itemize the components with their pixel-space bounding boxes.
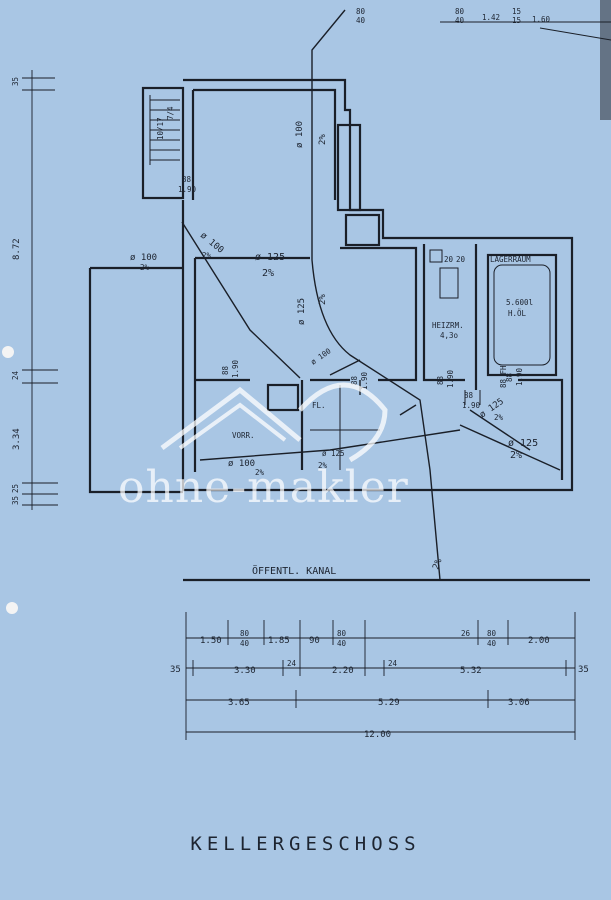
dim-label: 2.20 bbox=[332, 666, 354, 676]
left-dim: 35 bbox=[11, 496, 20, 505]
pipe-slope: 2% bbox=[262, 268, 274, 279]
room-label-lagerraum: LAGERRAUM bbox=[490, 255, 531, 264]
pipe-slope: 2% bbox=[202, 251, 212, 260]
dim-label: 90 bbox=[309, 636, 320, 646]
dim-label: 1.50 bbox=[200, 636, 222, 646]
dim-label: 1.85 bbox=[268, 636, 290, 646]
dim-label: 40 bbox=[337, 639, 347, 648]
door-label: 1.90 bbox=[462, 401, 481, 410]
pipe-label: ø 125 bbox=[255, 252, 285, 263]
watermark-text: ohne-makler bbox=[118, 462, 409, 513]
street-label: ÖFFENTL. KANAL bbox=[252, 564, 336, 577]
dim-label: 35 bbox=[170, 665, 181, 675]
dim-label: 3.30 bbox=[234, 666, 256, 676]
dim-label: 24 bbox=[388, 659, 398, 668]
left-dim: 24 bbox=[11, 370, 20, 380]
dim-total: 12.00 bbox=[364, 730, 391, 740]
dim-label: 3.65 bbox=[228, 698, 250, 708]
dim-label: 40 bbox=[240, 639, 250, 648]
walls bbox=[88, 78, 574, 494]
top-mark: 1.60 bbox=[532, 15, 551, 24]
stair: 10/17 7/4 bbox=[141, 86, 185, 200]
pipe-label: ø 100 bbox=[228, 459, 255, 469]
dim-label: 80 bbox=[337, 629, 347, 638]
top-mark: 15 bbox=[512, 16, 521, 25]
pipe-label: ø 100 bbox=[309, 346, 333, 367]
dim-label: 35 bbox=[578, 665, 589, 675]
top-mark: 1.42 bbox=[482, 13, 500, 22]
top-mark: 40 bbox=[356, 16, 366, 25]
door-label: 88 bbox=[436, 375, 445, 385]
room-label-tank: 5.600l bbox=[506, 298, 533, 307]
pipe-slope: 2% bbox=[140, 263, 150, 272]
left-dim: 3.34 bbox=[12, 428, 22, 450]
door-label: 88 bbox=[182, 175, 192, 184]
room-label-flur: FL. bbox=[312, 401, 326, 410]
dim-label: 5.32 bbox=[460, 666, 482, 676]
dim-label: 24 bbox=[287, 659, 297, 668]
pipe-slope: 2% bbox=[318, 461, 328, 470]
door-label: 88 bbox=[221, 365, 230, 375]
room-label-heizraum: HEIZRM. bbox=[432, 321, 464, 330]
dimension-chain bbox=[185, 612, 576, 740]
pipe-slope: 2% bbox=[510, 450, 522, 461]
pipe-slope: 2% bbox=[255, 468, 265, 477]
dim-label: 80 bbox=[487, 629, 497, 638]
punch-hole bbox=[2, 346, 14, 358]
punch-hole bbox=[6, 602, 18, 614]
pipe-slope: 2% bbox=[431, 557, 444, 571]
pipe-label: ø 100 bbox=[295, 121, 305, 148]
dim-label: 3.06 bbox=[508, 698, 530, 708]
left-dim: 25 bbox=[11, 484, 20, 493]
pipe-label: ø 100 bbox=[130, 253, 157, 263]
watermark-logo-icon bbox=[160, 382, 388, 463]
drain-pipes bbox=[181, 9, 561, 581]
pipe-label: ø 125 bbox=[508, 438, 538, 449]
dim-label: 26 bbox=[461, 629, 471, 638]
door-label: 20 bbox=[444, 255, 454, 264]
page-title: KELLERGESCHOSS bbox=[190, 833, 421, 855]
door-label: 88 bbox=[350, 375, 359, 385]
left-dim: 35 bbox=[11, 77, 20, 86]
stair-label: 10/17 bbox=[156, 117, 165, 140]
dim-label: 80 bbox=[240, 629, 250, 638]
dim-label: 5.29 bbox=[378, 698, 400, 708]
top-mark: 80 bbox=[455, 7, 465, 16]
pipe-slope: 2% bbox=[494, 413, 504, 422]
pipe-slope: 2% bbox=[318, 294, 328, 305]
door-label: 88 bbox=[464, 391, 474, 400]
stair-label: 7/4 bbox=[166, 106, 175, 120]
room-label-heizraum-size: 4,3o bbox=[440, 331, 459, 340]
door-label: 20 bbox=[456, 255, 466, 264]
dim-label: 40 bbox=[487, 639, 497, 648]
door-label: 1.90 bbox=[515, 367, 524, 386]
pipe-label: ø 125 bbox=[297, 298, 307, 325]
top-mark: 15 bbox=[512, 7, 521, 16]
door-label: 88 bbox=[505, 372, 514, 382]
door-label: 1.90 bbox=[446, 369, 455, 388]
room-label-vorr: VORR. bbox=[232, 431, 255, 440]
pipe-slope: 2% bbox=[318, 134, 328, 145]
dim-label: 2.00 bbox=[528, 636, 550, 646]
door-label: 1.90 bbox=[360, 371, 369, 390]
pipe-label: ø 125 bbox=[322, 449, 345, 458]
top-mark: 80 bbox=[356, 7, 366, 16]
door-label: 1.90 bbox=[231, 359, 240, 378]
top-mark: 40 bbox=[455, 16, 465, 25]
left-dim: 8.72 bbox=[12, 238, 22, 260]
room-label-tank2: H.ÖL bbox=[508, 309, 527, 318]
door-label: 1.90 bbox=[178, 185, 197, 194]
door-label: 88 FH bbox=[499, 365, 508, 388]
